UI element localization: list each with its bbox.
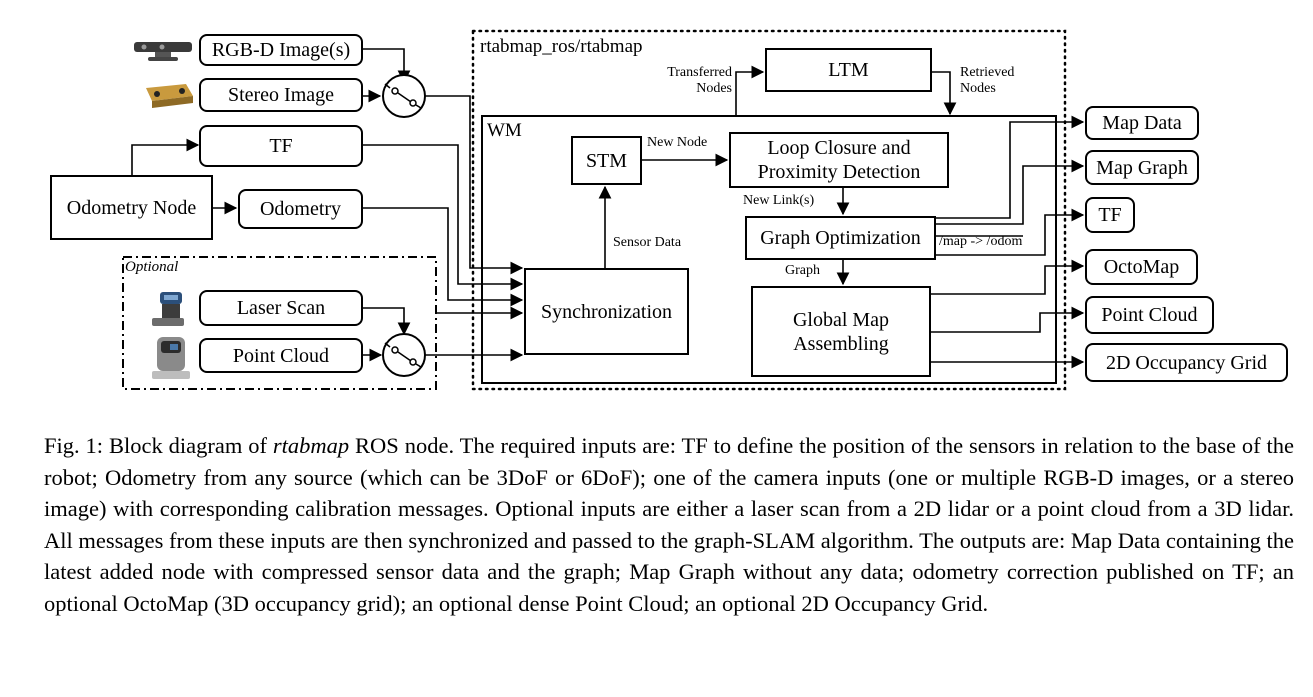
input-selector-switch-top bbox=[382, 74, 426, 118]
map-data-box: Map Data bbox=[1085, 106, 1199, 140]
retrieved-label-1: Retrieved bbox=[960, 65, 1015, 80]
point-cloud-input-box: Point Cloud bbox=[199, 338, 363, 373]
rgbd-camera-icon bbox=[134, 42, 192, 61]
graph-optimization-text: Graph Optimization bbox=[760, 227, 921, 249]
rgbd-images-text: RGB-D Image(s) bbox=[211, 39, 351, 61]
map-odom-label: /map -> /odom bbox=[939, 234, 1023, 249]
wm-frame bbox=[481, 115, 1057, 384]
global-map-line2: Assembling bbox=[793, 332, 889, 355]
tf-input-text: TF bbox=[269, 135, 293, 157]
sensor-data-label: Sensor Data bbox=[613, 235, 682, 250]
wm-label: WM bbox=[487, 120, 522, 141]
optional-label: Optional bbox=[125, 259, 179, 275]
point-cloud-input-text: Point Cloud bbox=[232, 344, 330, 367]
octomap-box: OctoMap bbox=[1085, 249, 1198, 285]
loop-closure-line2: Proximity Detection bbox=[757, 161, 921, 183]
caption-emphasis: rtabmap bbox=[272, 433, 350, 458]
caption-body: ROS node. The required inputs are: TF to… bbox=[44, 433, 1294, 616]
transferred-label-1: Transferred bbox=[667, 65, 732, 80]
diagram-connectors bbox=[122, 29, 1085, 391]
caption-prefix: Fig. 1: Block diagram of bbox=[44, 433, 273, 458]
retrieved-label-2: Nodes bbox=[960, 81, 996, 96]
new-node-label: New Node bbox=[647, 135, 708, 150]
new-links-label: New Link(s) bbox=[743, 193, 815, 208]
ltm-text: LTM bbox=[828, 59, 869, 81]
odometry-node-text: Odometry Node bbox=[66, 196, 197, 219]
odometry-text: Odometry bbox=[259, 198, 342, 220]
stereo-image-box: Stereo Image bbox=[199, 78, 363, 112]
figure-caption: Fig. 1: Block diagram of rtabmap ROS nod… bbox=[44, 430, 1294, 619]
map-graph-box: Map Graph bbox=[1085, 150, 1199, 185]
synchronization-text: Synchronization bbox=[540, 300, 673, 323]
laser-scan-box: Laser Scan bbox=[199, 290, 363, 326]
point-cloud-output-text: Point Cloud bbox=[1101, 304, 1198, 326]
rgbd-images-box: RGB-D Image(s) bbox=[199, 34, 363, 66]
laser-scanner-icon bbox=[152, 292, 184, 326]
loop-closure-box: Loop Closure and Proximity Detection bbox=[729, 132, 949, 188]
3d-lidar-icon bbox=[152, 337, 190, 379]
global-map-assembling-box: Global Map Assembling bbox=[751, 286, 931, 377]
stereo-camera-icon bbox=[146, 84, 193, 108]
tf-output-box: TF bbox=[1085, 197, 1135, 233]
graph-label: Graph bbox=[785, 263, 820, 278]
input-selector-switch-bottom bbox=[382, 333, 426, 377]
rtabmap-block-diagram: rtabmap_ros/rtabmap WM Optional RGB-D Im… bbox=[50, 29, 1288, 391]
synchronization-box: Synchronization bbox=[524, 268, 689, 355]
odometry-node-box: Odometry Node bbox=[50, 175, 213, 240]
odometry-box: Odometry bbox=[238, 189, 363, 229]
transferred-label-2: Nodes bbox=[696, 81, 732, 96]
map-data-text: Map Data bbox=[1102, 112, 1182, 134]
occupancy-grid-text: 2D Occupancy Grid bbox=[1105, 351, 1268, 374]
stm-text: STM bbox=[585, 149, 628, 172]
occupancy-grid-box: 2D Occupancy Grid bbox=[1085, 343, 1288, 382]
map-graph-text: Map Graph bbox=[1096, 156, 1188, 179]
global-map-line1: Global Map bbox=[792, 308, 890, 331]
stereo-image-text: Stereo Image bbox=[227, 84, 335, 106]
graph-optimization-box: Graph Optimization bbox=[745, 216, 936, 260]
stm-box: STM bbox=[571, 136, 642, 185]
ltm-box: LTM bbox=[765, 48, 932, 92]
laser-scan-text: Laser Scan bbox=[236, 297, 326, 319]
optional-frame bbox=[122, 256, 437, 390]
point-cloud-output-box: Point Cloud bbox=[1085, 296, 1214, 334]
loop-closure-line1: Loop Closure and bbox=[767, 137, 911, 159]
tf-input-box: TF bbox=[199, 125, 363, 167]
tf-output-text: TF bbox=[1098, 204, 1122, 226]
rtabmap-node-label: rtabmap_ros/rtabmap bbox=[480, 36, 643, 57]
octomap-text: OctoMap bbox=[1103, 256, 1180, 278]
